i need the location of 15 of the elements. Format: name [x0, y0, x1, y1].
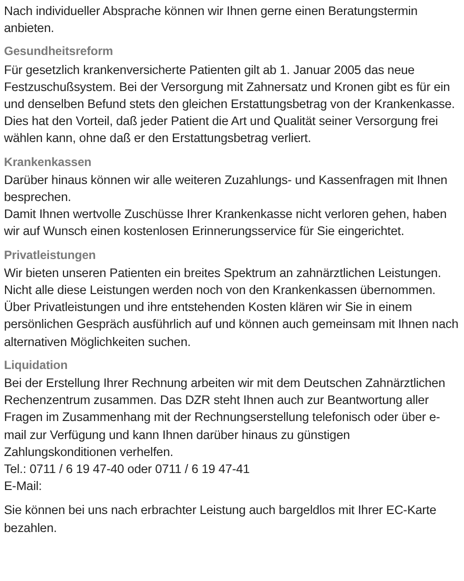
- email-label: E-Mail:: [4, 478, 43, 496]
- paragraph: Über Privatleistungen und ihre entstehenden Kosten klären wir Sie in einem persönlichen Gespräch ausführlich auf und können auch gemeinsam mit Ihnen nach alternativen Möglichkeiten suchen.: [4, 299, 460, 351]
- paragraph: Damit Ihnen wertvolle Zuschüsse Ihrer Krankenkasse nicht verloren gehen, haben wir auf Wunsch einen kostenlosen Erinnerungsservice für Sie eingerichtet.: [4, 206, 448, 240]
- paragraph: Sie können bei uns nach erbrachter Leistung auch bargeldlos mit Ihrer EC-Karte bezahlen.: [4, 502, 438, 537]
- section-heading: Liquidation: [4, 356, 69, 374]
- intro-paragraph: Nach individueller Absprache können wir Ihnen gerne einen Beratungstermin anbieten.: [4, 3, 419, 38]
- paragraph: Darüber hinaus können wir alle weiteren Zuzahlungs- und Kassenfragen mit Ihnen besprechen.: [4, 172, 448, 206]
- section-heading: Privatleistungen: [4, 246, 97, 264]
- section-heading: Krankenkassen: [4, 154, 92, 171]
- paragraph: Bei der Erstellung Ihrer Rechnung arbeiten wir mit dem Deutschen Zahnärztlichen Rechenzentrum zusammen. Das DZR steht Ihnen auch zur Beantwortung aller Fragen im Zusammenhang mit der Rechnungserstellung telefonisch oder über e-mail zur Verfügung und kann Ihnen darüber hinaus zu günstigen Zahlungskonditionen verhelfen.: [4, 375, 446, 461]
- paragraph: Für gesetzlich krankenversicherte Patienten gilt ab 1. Januar 2005 das neue Festzuschußsystem. Bei der Versorgung mit Zahnersatz und Kronen gibt es für ein und denselben Befund stets den gleichen Erstattungsbetrag von der Krankenkasse. Dies hat den Vorteil, daß jeder Patient die Art und Qualität seiner Versorgung frei wählen kann, ohne daß er den Erstattungsbetrag verliert.: [4, 62, 456, 148]
- paragraph: Nicht alle diese Leistungen werden noch von den Krankenkassen übernommen.: [4, 282, 436, 300]
- phone-line: Tel.: 0711 / 6 19 47-40 oder 0711 / 6 19 47-41: [4, 461, 251, 478]
- paragraph: Wir bieten unseren Patienten ein breites Spektrum an zahnärztlichen Leistungen.: [4, 264, 442, 282]
- section-heading: Gesundheitsreform: [4, 43, 114, 60]
